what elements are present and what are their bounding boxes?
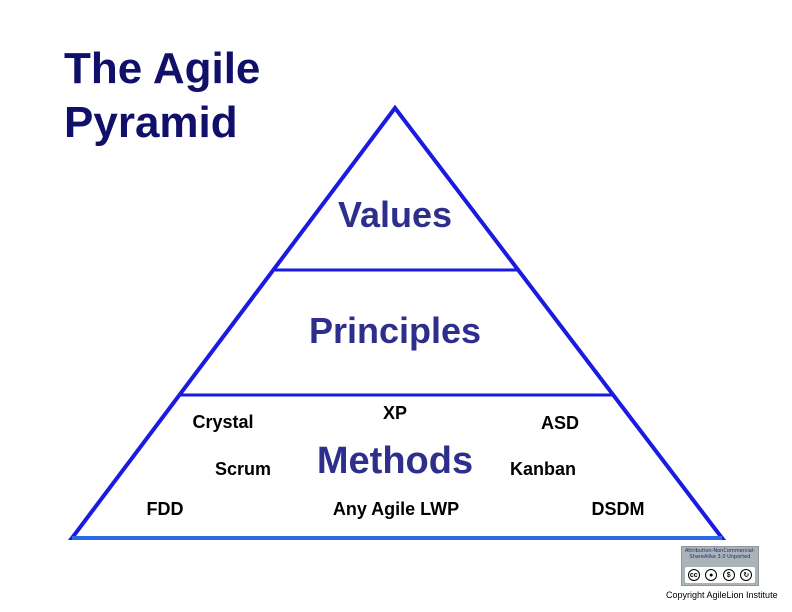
method-xp: XP [382, 403, 408, 423]
level-principles: Principles [308, 310, 482, 351]
method-fdd: FDD [146, 499, 184, 519]
copyright-text: Copyright AgileLion Institute [666, 590, 778, 600]
method-any-agile-lwp: Any Agile LWP [332, 499, 460, 519]
license-text: Attribution-NonCommercial-ShareAlike 3.0… [684, 548, 756, 560]
method-scrum: Scrum [214, 459, 272, 479]
method-asd: ASD [540, 413, 580, 433]
license-badge[interactable]: Attribution-NonCommercial-ShareAlike 3.0… [681, 546, 759, 586]
method-dsdm: DSDM [591, 499, 645, 519]
method-crystal: Crystal [192, 412, 254, 432]
license-icons: cc ● $ ↻ [685, 567, 755, 583]
nc-icon: $ [722, 569, 735, 581]
by-icon: ● [705, 569, 718, 581]
level-methods: Methods [316, 440, 474, 482]
level-values: Values [337, 194, 453, 235]
sa-icon: ↻ [740, 569, 753, 581]
slide-title-line-1: The Agile [64, 44, 261, 93]
slide-title-line-2: Pyramid [64, 98, 238, 147]
slide-title: The Agile Pyramid [64, 42, 260, 150]
method-kanban: Kanban [509, 459, 577, 479]
cc-icon: cc [687, 569, 700, 581]
